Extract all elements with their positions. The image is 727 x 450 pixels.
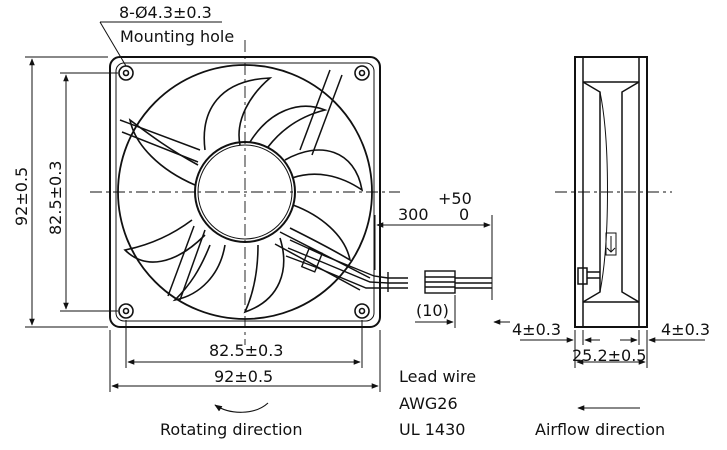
pitch-vertical-label: 82.5±0.3	[46, 160, 65, 235]
centerlines	[90, 40, 400, 345]
wire-tol-plus-label: +50	[438, 189, 472, 208]
dim-side	[520, 330, 705, 368]
wire-tol-zero-label: 0	[459, 205, 470, 224]
outer-vertical-label: 92±0.5	[12, 166, 31, 226]
fan-blades	[123, 77, 364, 314]
strip-length-label: (10)	[416, 301, 449, 320]
rotation-arrow	[214, 402, 269, 413]
wire-length-label: 300	[398, 205, 429, 224]
airflow-direction-label: Airflow direction	[535, 420, 666, 439]
dim-strip	[415, 295, 510, 328]
ul-label: UL 1430	[399, 420, 466, 439]
side-right-label: 4±0.3	[661, 320, 711, 339]
awg-label: AWG26	[399, 394, 458, 413]
rotating-direction-label: Rotating direction	[160, 420, 303, 439]
hole-leader	[99, 21, 222, 67]
mounting-holes	[118, 65, 370, 319]
dim-pitch-horizontal	[125, 320, 363, 368]
side-left-label: 4±0.3	[512, 320, 562, 339]
lead-wire	[285, 239, 492, 294]
dim-outer-vertical	[25, 56, 108, 328]
outer-horizontal-label: 92±0.5	[214, 367, 274, 386]
depth-label: 25.2±0.5	[572, 346, 647, 365]
hole-spec-label: 8-Ø4.3±0.3	[119, 3, 212, 22]
dim-wire-length	[374, 215, 493, 300]
lead-wire-label: Lead wire	[399, 367, 477, 386]
pitch-horizontal-label: 82.5±0.3	[209, 341, 284, 360]
dim-outer-horizontal	[109, 330, 381, 392]
fan-spokes	[119, 69, 371, 301]
dim-pitch-vertical	[60, 72, 118, 312]
hole-name-label: Mounting hole	[120, 27, 235, 46]
